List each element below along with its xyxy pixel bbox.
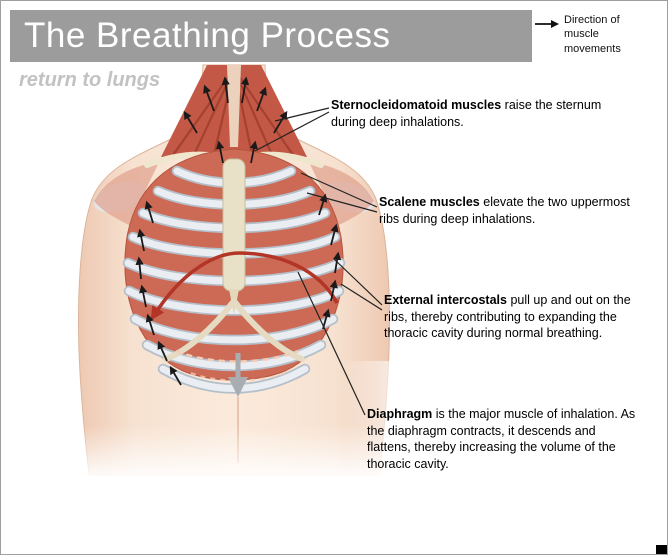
- annotation-description: raise the sternum during deep inhalation…: [331, 98, 602, 129]
- return-to-lungs-link[interactable]: return to lungs: [19, 69, 161, 91]
- annotation-term: Scalene muscles: [379, 195, 480, 209]
- annotation-scalene: Scalene muscles elevate the two uppermos…: [379, 194, 633, 227]
- annotation-diaphragm: Diaphragm is the major muscle of inhalat…: [367, 406, 639, 472]
- annotation-description: elevate the two uppermost ribs during de…: [379, 195, 630, 226]
- annotation-term: Diaphragm: [367, 407, 433, 421]
- header-bar: The Breathing Process: [10, 10, 532, 62]
- legend-label: Direction of muscle movements: [564, 14, 621, 55]
- annotation-description: pull up and out on the ribs, thereby con…: [384, 293, 631, 340]
- direction-arrow-icon: [535, 16, 559, 34]
- annotation-term: Sternocleidomatoid muscles: [331, 98, 502, 112]
- page-title: The Breathing Process: [24, 16, 391, 55]
- annotation-description: is the major muscle of inhalation. As th…: [367, 407, 636, 471]
- legend: Direction of muscle movements: [535, 13, 645, 56]
- corner-mark: [656, 545, 667, 554]
- annotation-term: External intercostals: [384, 293, 507, 307]
- annotation-external-intercostals: External intercostals pull up and out on…: [384, 292, 652, 342]
- annotation-sternocleidomastoid: Sternocleidomatoid muscles raise the ste…: [331, 97, 631, 130]
